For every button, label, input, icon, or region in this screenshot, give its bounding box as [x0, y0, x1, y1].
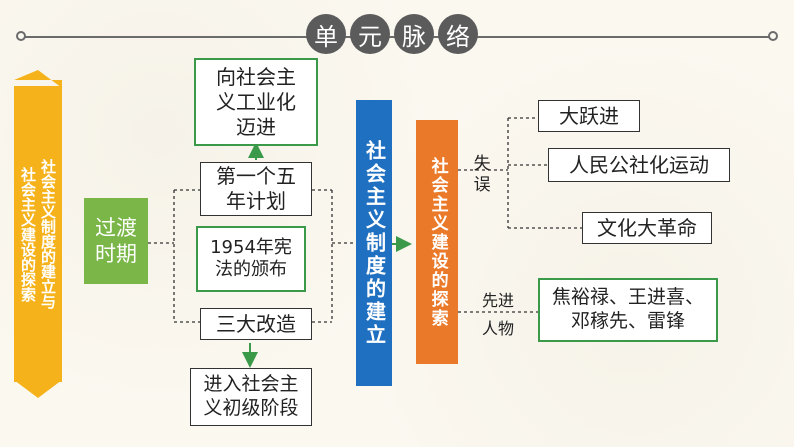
banner-bottom-chevron: [14, 380, 62, 398]
five-year-plan-box: 第一个五 年计划: [200, 162, 312, 216]
mistakes-tree: [458, 117, 582, 313]
system-established-box: 社会主义制度的建立: [356, 100, 392, 386]
primary-stage-box: 进入社会主 义初级阶段: [190, 368, 312, 426]
title-char: 元: [350, 14, 390, 54]
mistakes-label-box: 失误: [466, 150, 492, 200]
unit-outline-title: 单 元 脉 络: [306, 14, 478, 54]
peoples-commune-box: 人民公社化运动: [548, 148, 730, 182]
advanced-label-bottom: 人物: [481, 319, 514, 338]
construction-exploration-box: 社会主义建设的探索: [416, 120, 458, 364]
advanced-people-box: 焦裕禄、王进喜、 邓稼先、雷锋: [538, 278, 718, 342]
banner-line-2: 社会主义建设的探索: [19, 166, 37, 302]
header-rule-dot-left: [16, 31, 26, 41]
transition-bracket: [148, 189, 355, 323]
advanced-label-top: 先进: [481, 291, 514, 310]
banner-top-chevron: [14, 70, 62, 88]
banner-line-1: 社会主义制度的建立与: [39, 159, 57, 309]
chapter-banner: 社会主义制度的建立与 社会主义建设的探索: [14, 86, 62, 382]
great-leap-forward-box: 大跃进: [538, 100, 640, 132]
system-established-label: 社会主义制度的建立: [362, 139, 387, 347]
title-char: 脉: [394, 14, 434, 54]
three-reforms-box: 三大改造: [200, 308, 312, 340]
header-rule-dot-right: [768, 31, 778, 41]
industrialization-box: 向社会主 义工业化 迈进: [194, 58, 318, 146]
cultural-revolution-box: 文化大革命: [582, 212, 712, 244]
title-char: 单: [306, 14, 346, 54]
title-char: 络: [438, 14, 478, 54]
transition-period-box: 过渡 时期: [84, 198, 148, 284]
constitution-1954-box: 1954年宪 法的颁布: [196, 226, 306, 292]
mistakes-label: 失误: [469, 154, 490, 196]
construction-exploration-label: 社会主义建设的探索: [427, 156, 448, 328]
